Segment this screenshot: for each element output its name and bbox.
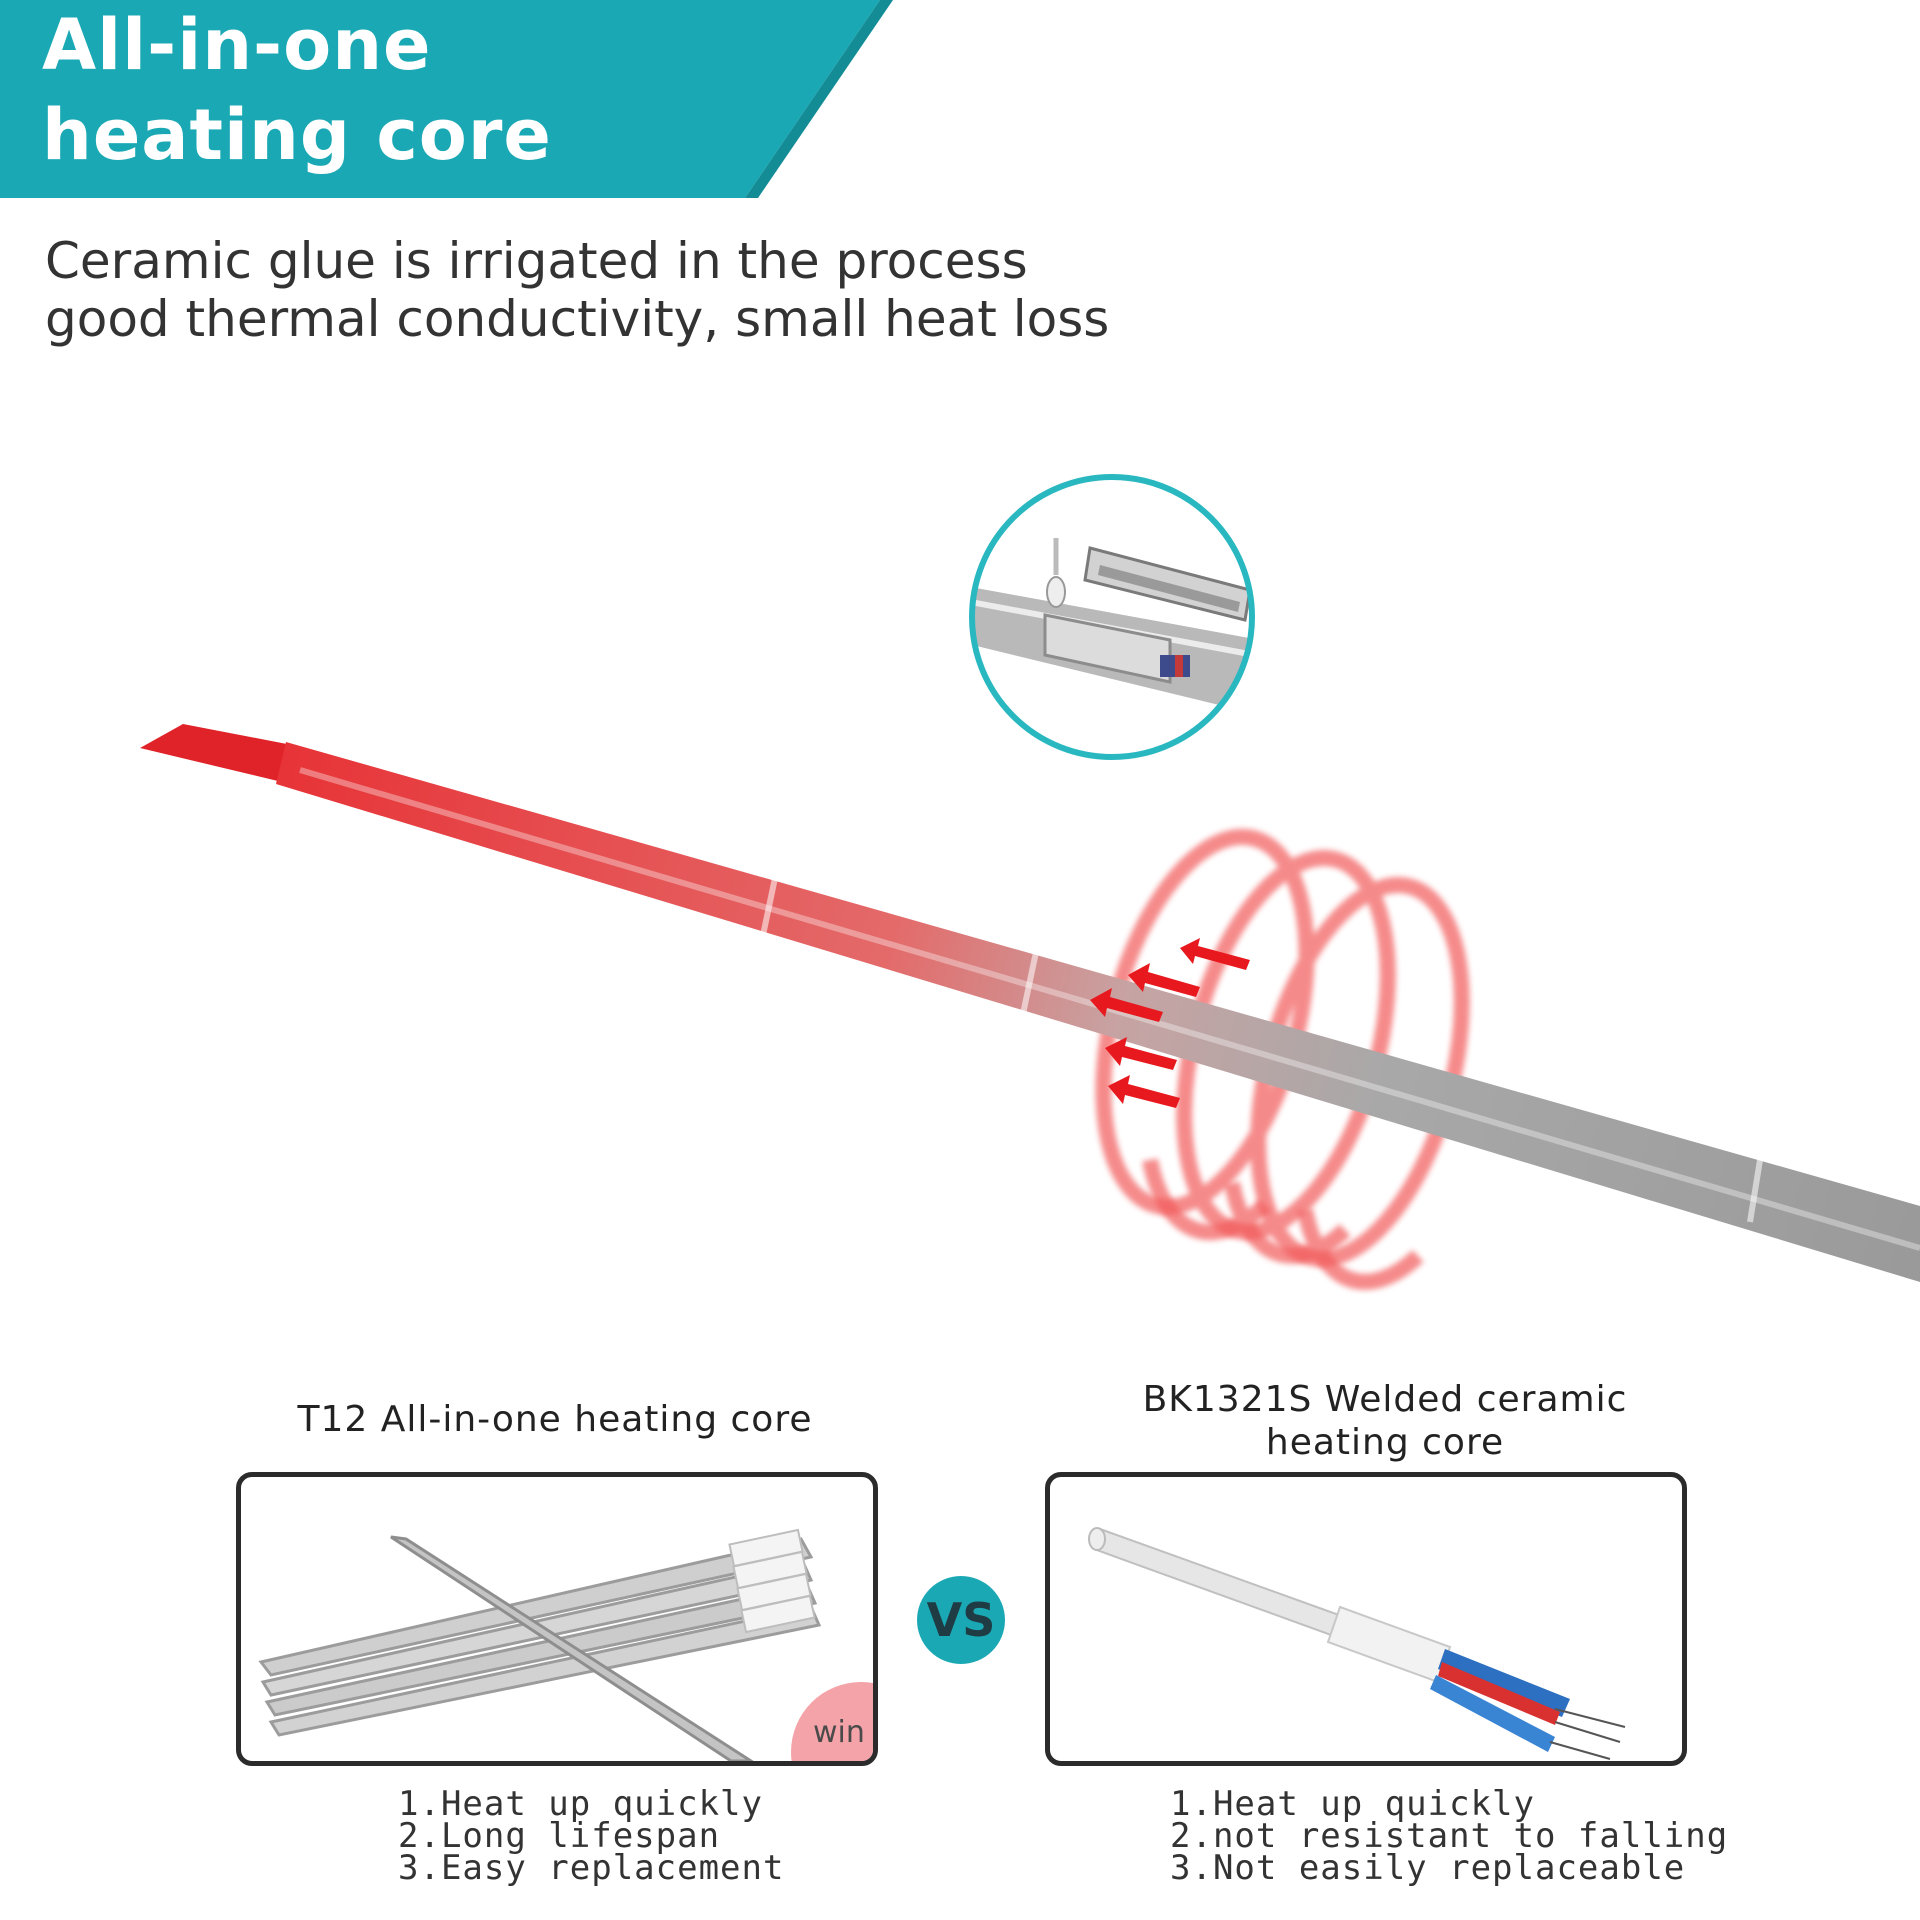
soldering-tip-illustration [140,474,1920,1290]
right-product-image [1045,1472,1687,1766]
subtitle-line-2: good thermal conductivity, small heat lo… [45,290,1110,348]
vs-badge: VS [917,1576,1005,1664]
shaft-joints [759,877,1763,1223]
tip-blade [140,724,292,782]
win-badge: win [813,1715,865,1750]
title-line-2: heating core [42,94,552,176]
right-feature-2: 2.not resistant to falling [1170,1816,1729,1856]
title-line-1: All-in-one [42,4,432,86]
ceramic-core-image [1088,1527,1626,1760]
t12-tips-image [258,1528,873,1761]
right-title-line-2: heating core [1265,1422,1505,1463]
tip-shaft [276,742,1920,1282]
header-banner: All-in-one heating core [0,0,1920,200]
left-feature-1: 1.Heat up quickly [398,1784,763,1824]
hero-illustration [0,440,1920,1320]
page-title: All-in-one heating core [42,0,552,180]
right-feature-list: 1.Heat up quickly 2.not resistant to fal… [1170,1784,1729,1888]
inset-detail [969,474,1255,760]
right-title-line-1: BK1321S Welded ceramic [1142,1379,1628,1420]
left-product-image: win [236,1472,878,1766]
banner-shape [0,0,893,198]
left-compare-title: T12 All-in-one heating core [297,1399,813,1440]
right-feature-3: 3.Not easily replaceable [1170,1848,1686,1888]
subtitle-line-1: Ceramic glue is irrigated in the process [45,232,1028,290]
right-compare-title: BK1321S Welded ceramic heating core [1090,1378,1680,1464]
left-feature-2: 2.Long lifespan [398,1816,721,1856]
left-feature-list: 1.Heat up quickly 2.Long lifespan 3.Easy… [398,1784,785,1888]
heat-arrows [1090,938,1250,1108]
subtitle: Ceramic glue is irrigated in the process… [45,232,1109,348]
right-feature-1: 1.Heat up quickly [1170,1784,1535,1824]
left-feature-3: 3.Easy replacement [398,1848,785,1888]
